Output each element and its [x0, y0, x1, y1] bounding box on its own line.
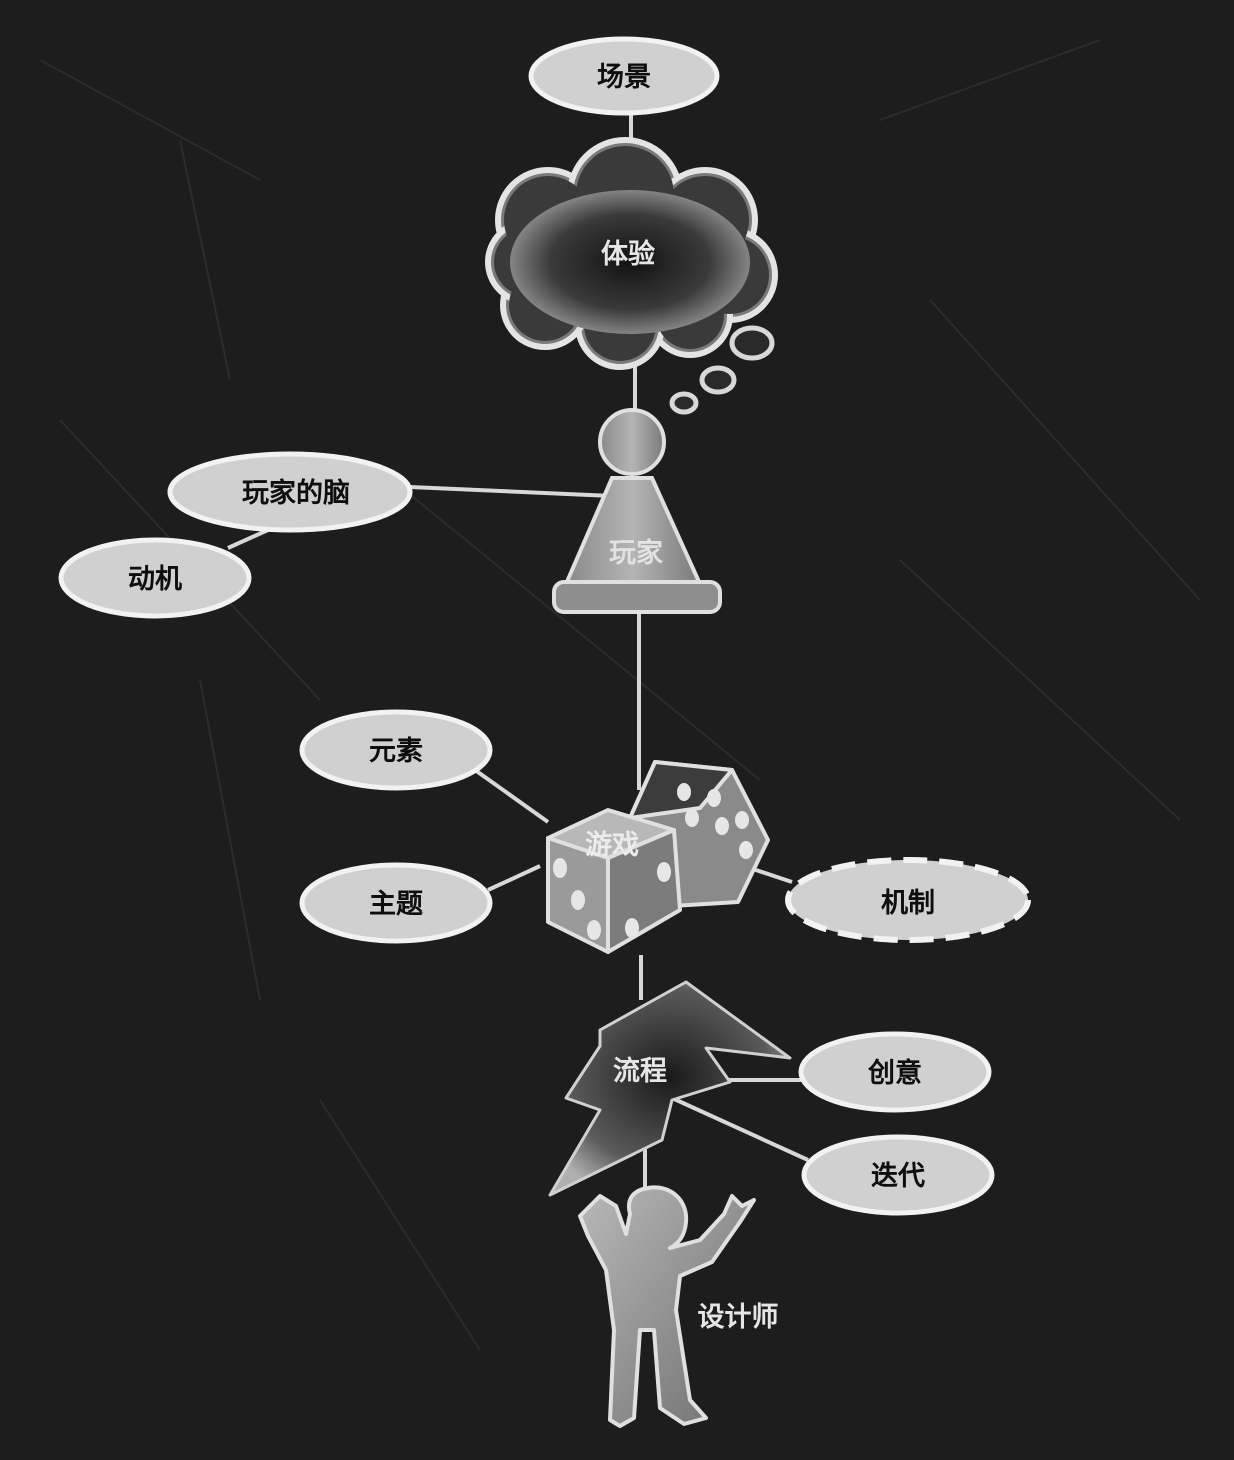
lightning-bolt-icon	[548, 980, 792, 1197]
experience-label: 体验	[601, 238, 655, 270]
player-brain-label: 玩家的脑	[242, 477, 350, 509]
mechanics-oval	[785, 857, 1031, 943]
node-elements: 元素	[299, 709, 493, 791]
node-player: 玩家	[552, 408, 722, 614]
elements-oval	[299, 709, 493, 791]
link-process-iteration	[671, 1096, 809, 1162]
player-label: 玩家	[609, 537, 663, 569]
node-experience: 体验	[485, 137, 778, 415]
node-mechanics: 机制	[785, 857, 1031, 943]
creativity-label: 创意	[867, 1057, 922, 1089]
creativity-oval	[798, 1031, 992, 1113]
person-icon	[578, 1185, 756, 1428]
mechanics-label: 机制	[881, 888, 935, 919]
node-game: 游戏	[546, 760, 770, 954]
link-elements-game	[473, 768, 550, 824]
node-theme: 主题	[299, 862, 493, 944]
node-scene: 场景	[528, 36, 720, 116]
link-brain-player	[409, 485, 613, 498]
process-label: 流程	[613, 1056, 667, 1087]
theme-oval	[299, 862, 493, 944]
dice-icon	[546, 760, 770, 954]
node-designer: 设计师	[578, 1185, 779, 1428]
pawn-icon	[552, 408, 722, 614]
node-iteration: 迭代	[801, 1134, 995, 1216]
link-theme-game	[487, 864, 541, 892]
elements-label: 元素	[369, 736, 423, 767]
iteration-oval	[801, 1134, 995, 1216]
node-motivation: 动机	[58, 537, 252, 619]
scene-oval	[528, 36, 720, 116]
node-process: 流程	[548, 980, 792, 1197]
thought-cloud-icon	[485, 137, 778, 415]
scene-label: 场景	[597, 62, 651, 93]
motivation-label: 动机	[128, 564, 182, 595]
node-creativity: 创意	[798, 1031, 992, 1113]
motivation-oval	[58, 537, 252, 619]
theme-label: 主题	[369, 889, 423, 920]
game-label: 游戏	[585, 830, 639, 861]
node-player-brain: 玩家的脑	[167, 451, 413, 533]
designer-label: 设计师	[698, 1302, 779, 1333]
player-brain-oval	[167, 451, 413, 533]
link-motivation-brain	[227, 528, 269, 550]
iteration-label: 迭代	[871, 1161, 925, 1192]
link-game-mechanics	[749, 866, 793, 884]
